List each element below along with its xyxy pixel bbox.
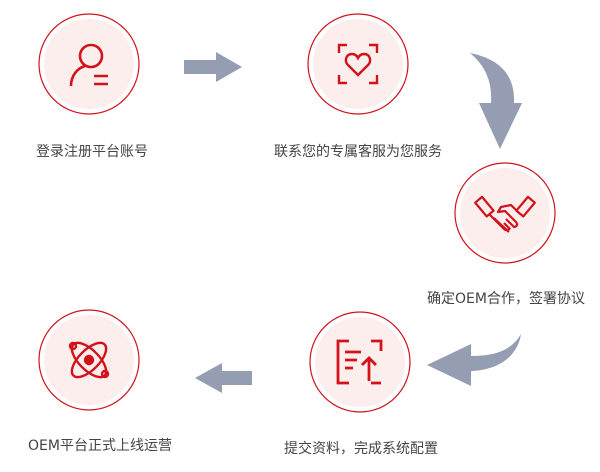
arrow-left [195, 363, 252, 393]
document-upload-icon [309, 311, 411, 413]
handshake-icon [454, 162, 556, 264]
arrow-right [184, 52, 242, 82]
step-submit [309, 311, 411, 413]
step-label-launch: OEM平台正式上线运营 [28, 438, 172, 454]
step-label-cooperate: 确定OEM合作，签署协议 [427, 291, 585, 307]
heart-focus-icon [307, 13, 409, 115]
step-launch [38, 309, 140, 411]
user-register-icon [38, 13, 140, 115]
arrow-curved-left [427, 334, 521, 386]
step-label-contact: 联系您的专属客服为您服务 [274, 144, 442, 160]
arrow-curved-down [470, 53, 522, 149]
step-label-register: 登录注册平台账号 [36, 144, 148, 160]
step-register [38, 13, 140, 115]
step-contact [307, 13, 409, 115]
atom-launch-icon [38, 309, 140, 411]
step-label-submit: 提交资料，完成系统配置 [284, 441, 438, 457]
step-cooperate [454, 162, 556, 264]
